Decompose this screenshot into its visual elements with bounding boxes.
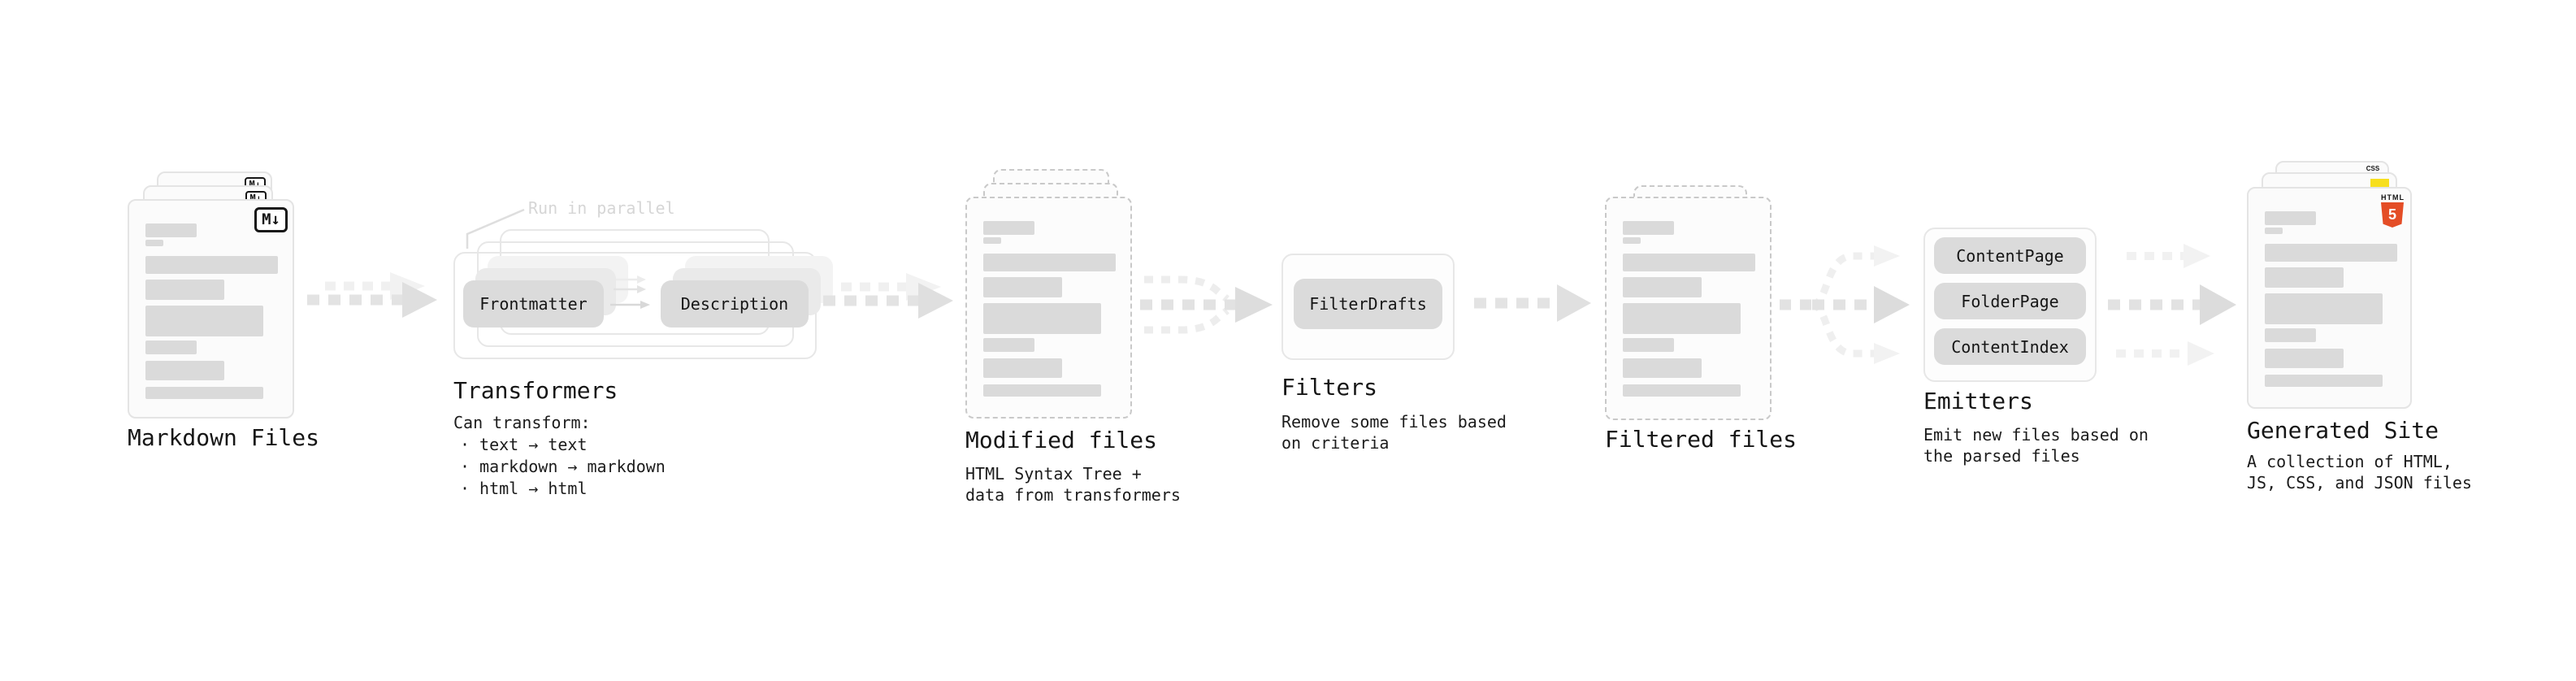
list-item: markdown → markdown	[460, 456, 666, 478]
skeleton-bar	[145, 223, 197, 237]
skeleton-bar	[2265, 328, 2316, 342]
arrow-filtered-to-emitters	[1780, 245, 1910, 364]
skeleton-bar	[2265, 244, 2397, 262]
skeleton-bar	[983, 358, 1062, 378]
skeleton-bar	[983, 338, 1034, 352]
list-item: text → text	[460, 434, 666, 456]
skeleton-bar	[1623, 384, 1741, 397]
generated-file-card: HTML 5	[2247, 187, 2412, 409]
document-skeleton	[2265, 211, 2400, 399]
stage-label-modified-files: Modified files	[965, 427, 1158, 453]
parallel-flow-arrows-icon	[610, 275, 650, 309]
generated-site-description: A collection of HTML, JS, CSS, and JSON …	[2247, 452, 2472, 492]
document-skeleton	[1623, 221, 1760, 410]
javascript-icon	[2370, 179, 2389, 189]
arrow-emitters-to-generated	[2108, 244, 2236, 366]
transform-capabilities-list: text → text markdown → markdown html → h…	[460, 434, 666, 500]
stage-label-filters: Filters	[1281, 374, 1378, 401]
arrow-filters-to-filtered	[1474, 284, 1591, 322]
modified-file-card	[965, 197, 1132, 419]
skeleton-bar	[145, 306, 263, 336]
document-skeleton	[145, 223, 283, 409]
skeleton-bar	[145, 280, 224, 300]
skeleton-bar	[983, 221, 1034, 235]
annotation-callout-line	[466, 208, 525, 249]
document-skeleton	[983, 221, 1121, 409]
stage-label-transformers: Transformers	[453, 377, 618, 404]
skeleton-bar	[1623, 237, 1641, 244]
stage-label-markdown-files: Markdown Files	[128, 424, 320, 451]
skeleton-bar	[2265, 211, 2316, 225]
skeleton-bar	[1623, 338, 1674, 352]
skeleton-bar	[983, 303, 1101, 334]
skeleton-bar	[983, 237, 1001, 244]
transformer-node-description: Description	[661, 280, 809, 327]
filtered-file-card	[1605, 197, 1772, 420]
skeleton-bar	[1623, 277, 1702, 297]
stage-label-filtered-files: Filtered files	[1605, 426, 1798, 453]
skeleton-bar	[2265, 349, 2344, 368]
emitter-node-contentindex: ContentIndex	[1934, 328, 2086, 365]
emitter-node-contentpage: ContentPage	[1934, 237, 2086, 274]
stage-label-emitters: Emitters	[1923, 388, 2033, 414]
filter-node-filterdrafts: FilterDrafts	[1294, 279, 1442, 329]
stage-label-generated-site: Generated Site	[2247, 417, 2439, 444]
skeleton-bar	[2265, 267, 2344, 288]
emitters-description: Emit new files based on the parsed files	[1923, 425, 2149, 466]
list-item: html → html	[460, 478, 666, 500]
skeleton-bar	[2265, 293, 2383, 324]
modified-files-description: HTML Syntax Tree + data from transformer…	[965, 464, 1181, 505]
arrow-modified-to-filters	[1140, 275, 1273, 334]
skeleton-bar	[1623, 303, 1741, 334]
skeleton-bar	[145, 387, 263, 399]
transformer-node-frontmatter: Frontmatter	[463, 280, 604, 327]
skeleton-bar	[983, 384, 1101, 397]
skeleton-bar	[2265, 228, 2283, 234]
skeleton-bar	[145, 340, 197, 354]
markdown-file-card: M↓	[128, 199, 294, 419]
markdown-icon: M↓	[254, 207, 288, 232]
skeleton-bar	[1623, 221, 1674, 235]
skeleton-bar	[2265, 375, 2383, 387]
skeleton-bar	[145, 361, 224, 380]
html5-icon: HTML 5	[2381, 193, 2404, 228]
skeleton-bar	[1623, 358, 1702, 378]
arrow-markdown-to-transformers	[307, 272, 437, 318]
skeleton-bar	[1623, 254, 1755, 271]
arrow-transformers-to-modified	[823, 273, 953, 319]
emitter-node-folderpage: FolderPage	[1934, 283, 2086, 319]
skeleton-bar	[145, 256, 278, 274]
filters-description: Remove some files based on criteria	[1281, 412, 1507, 453]
transformers-intro: Can transform:	[453, 413, 591, 432]
run-in-parallel-annotation: Run in parallel	[528, 198, 675, 218]
skeleton-bar	[983, 254, 1116, 271]
skeleton-bar	[145, 240, 163, 246]
skeleton-bar	[983, 277, 1062, 297]
